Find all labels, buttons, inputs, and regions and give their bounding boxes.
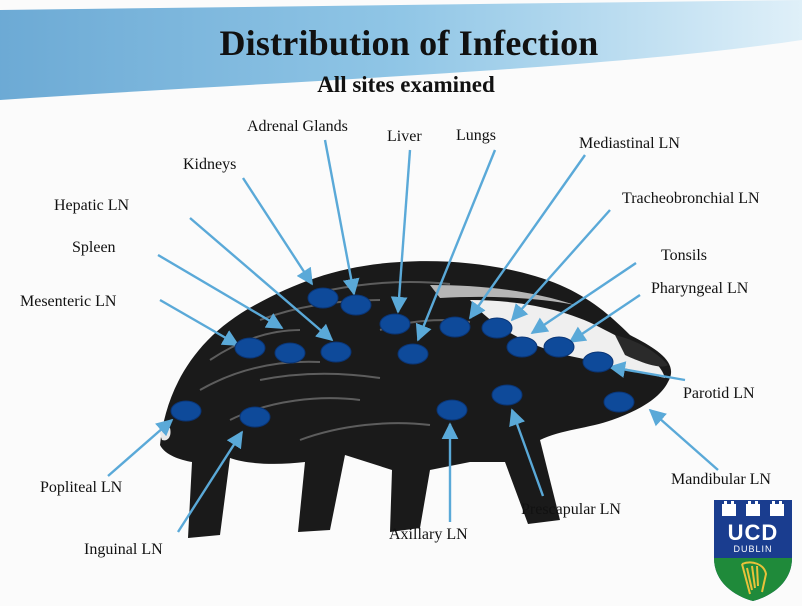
logo-text: UCD — [712, 520, 794, 546]
marker-tracheobronchial — [482, 318, 512, 338]
marker-spleen — [275, 343, 305, 363]
label-mesenteric-ln: Mesenteric LN — [20, 293, 116, 311]
marker-kidney-1 — [308, 288, 338, 308]
marker-popliteal — [171, 401, 201, 421]
marker-prescapular — [492, 385, 522, 405]
label-hepatic-ln: Hepatic LN — [54, 197, 129, 215]
marker-mesenteric — [235, 338, 265, 358]
label-popliteal-ln: Popliteal LN — [40, 479, 122, 497]
arrow-mandibular — [650, 410, 718, 470]
marker-lungs — [398, 344, 428, 364]
marker-inguinal — [240, 407, 270, 427]
marker-axillary — [437, 400, 467, 420]
marker-tonsils — [507, 337, 537, 357]
label-mediastinal-ln: Mediastinal LN — [579, 135, 680, 153]
label-liver: Liver — [387, 128, 422, 146]
label-adrenal-glands: Adrenal Glands — [247, 118, 348, 136]
arrow-spleen — [158, 255, 282, 328]
label-prescapular-ln: Prescapular LN — [521, 501, 621, 519]
label-spleen: Spleen — [72, 239, 116, 257]
marker-mandibular — [604, 392, 634, 412]
label-kidneys: Kidneys — [183, 156, 236, 174]
marker-mediastinal — [440, 317, 470, 337]
marker-adrenal — [341, 295, 371, 315]
marker-pharyngeal — [544, 337, 574, 357]
label-tracheobronchial-ln: Tracheobronchial LN — [622, 190, 760, 208]
marker-hepatic — [321, 342, 351, 362]
label-inguinal-ln: Inguinal LN — [84, 541, 163, 559]
arrow-mesenteric — [160, 300, 238, 345]
marker-liver — [380, 314, 410, 334]
ucd-logo: UCD DUBLIN — [712, 498, 794, 602]
logo-subtext: DUBLIN — [712, 544, 794, 554]
label-tonsils: Tonsils — [661, 247, 707, 265]
marker-parotid — [583, 352, 613, 372]
label-lungs: Lungs — [456, 127, 496, 145]
label-axillary-ln: Axillary LN — [389, 526, 468, 544]
label-mandibular-ln: Mandibular LN — [671, 471, 771, 489]
label-parotid-ln: Parotid LN — [683, 385, 755, 403]
arrow-kidneys — [243, 178, 312, 284]
label-pharyngeal-ln: Pharyngeal LN — [651, 280, 748, 298]
